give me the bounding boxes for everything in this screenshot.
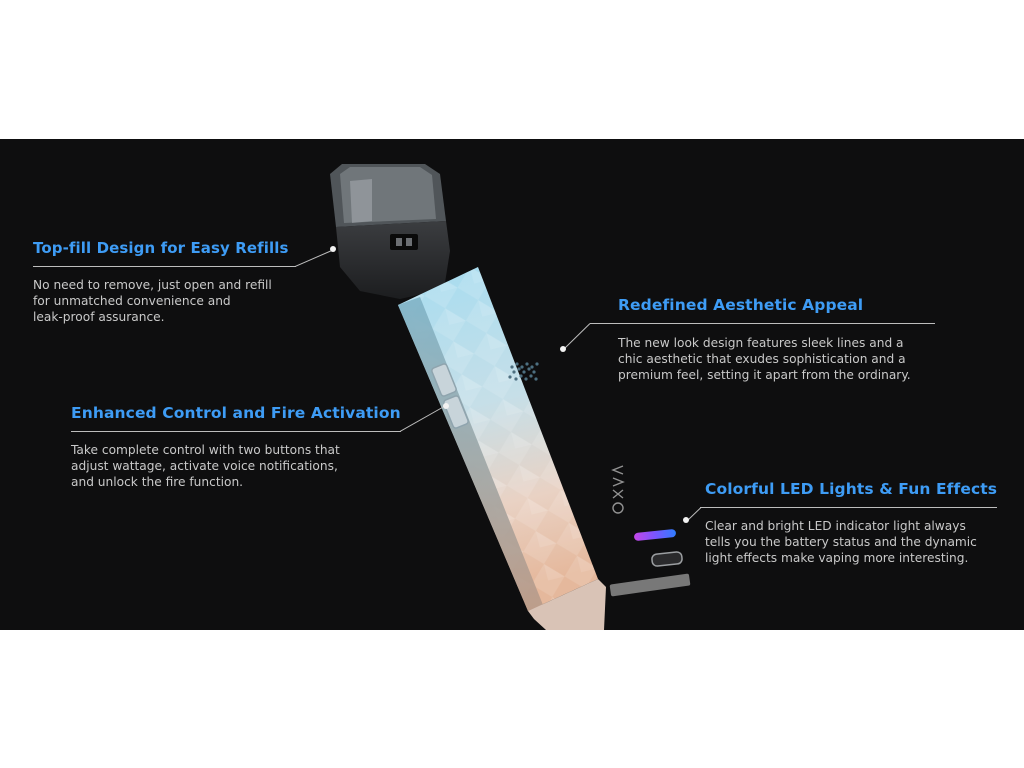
pod-base	[336, 221, 450, 299]
callout-dot-top-fill	[330, 246, 336, 252]
feature-title: Top-fill Design for Easy Refills	[33, 239, 289, 257]
callout-dot-control	[443, 403, 449, 409]
callout-line-control	[71, 431, 401, 432]
feature-line: and unlock the fire function.	[71, 475, 244, 489]
callout-dot-aesthetic	[560, 346, 566, 352]
callout-line-aesthetic	[590, 323, 935, 324]
adjust-button-lower	[443, 395, 469, 429]
feature-line: premium feel, setting it apart from the …	[618, 368, 911, 382]
callout-connector-led	[687, 507, 702, 521]
callout-connector-aesthetic	[564, 323, 591, 349]
callout-connector-top-fill	[295, 249, 334, 267]
callout-line-led	[700, 507, 997, 508]
feature-line: Clear and bright LED indicator light alw…	[705, 519, 966, 533]
grille-icon	[508, 362, 539, 381]
usb-c-port	[651, 551, 683, 567]
adjust-button-upper	[431, 363, 457, 397]
feature-line: Take complete control with two buttons t…	[71, 443, 340, 457]
feature-line: leak-proof assurance.	[33, 310, 165, 324]
feature-line: light effects make vaping more interesti…	[705, 551, 969, 565]
refill-port	[390, 234, 418, 250]
brand-logo	[611, 465, 625, 514]
feature-title: Redefined Aesthetic Appeal	[618, 296, 864, 314]
feature-title: Enhanced Control and Fire Activation	[71, 404, 401, 422]
feature-line: The new look design features sleek lines…	[618, 336, 904, 350]
feature-banner: Top-fill Design for Easy Refills No need…	[0, 139, 1024, 630]
feature-line: tells you the battery status and the dyn…	[705, 535, 977, 549]
callout-line-top-fill	[33, 266, 296, 267]
vape-device-illustration	[330, 164, 691, 630]
callout-dot-led	[683, 517, 689, 523]
feature-line: adjust wattage, activate voice notificat…	[71, 459, 338, 473]
feature-line: for unmatched convenience and	[33, 294, 231, 308]
feature-control: Enhanced Control and Fire Activation Tak…	[71, 404, 401, 490]
led-indicator	[634, 529, 676, 541]
feature-led: Colorful LED Lights & Fun Effects Clear …	[705, 480, 997, 566]
feature-top-fill: Top-fill Design for Easy Refills No need…	[33, 239, 289, 325]
feature-aesthetic: Redefined Aesthetic Appeal The new look …	[618, 296, 911, 383]
feature-line: No need to remove, just open and refill	[33, 278, 272, 292]
feature-title: Colorful LED Lights & Fun Effects	[705, 480, 998, 498]
callout-connector-control	[400, 405, 446, 432]
feature-line: chic aesthetic that exudes sophisticatio…	[618, 352, 906, 366]
